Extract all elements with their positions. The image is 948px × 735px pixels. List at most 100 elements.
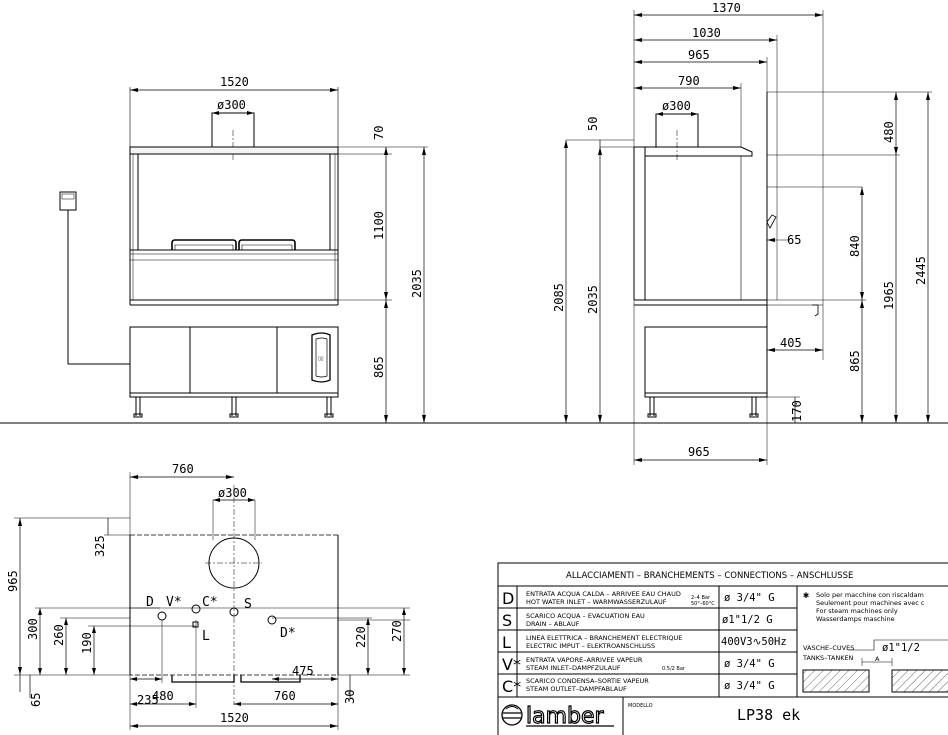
plan-dim-760-top: 760 bbox=[172, 462, 194, 476]
svg-text:0.5/2 Bar: 0.5/2 Bar bbox=[662, 666, 686, 672]
side-flue-label: ø300 bbox=[662, 99, 691, 113]
switch-box bbox=[59, 191, 77, 211]
front-dim-70: 70 bbox=[372, 126, 386, 140]
svg-text:Wasserdamps maschine: Wasserdamps maschine bbox=[816, 615, 895, 623]
svg-text:50°–60°C: 50°–60°C bbox=[691, 601, 715, 607]
side-dim-65: 65 bbox=[787, 233, 801, 247]
side-dim-840: 840 bbox=[848, 235, 862, 257]
title-header: ALLACCIAMENTI – BRANCHEMENTS – CONNECTIO… bbox=[566, 571, 853, 581]
tanks-a: A bbox=[875, 655, 880, 663]
side-view: 1370 1030 965 790 ø300 bbox=[552, 1, 932, 465]
side-dim-480: 480 bbox=[882, 121, 896, 143]
svg-text:ø1"1/2 G: ø1"1/2 G bbox=[722, 614, 773, 626]
plan-flue-label: ø300 bbox=[218, 486, 247, 500]
svg-text:ø 3/4" G: ø 3/4" G bbox=[724, 680, 775, 692]
svg-text:ø 3/4" G: ø 3/4" G bbox=[724, 592, 775, 604]
svg-text:ELECTRIC IMPUT – ELEKTROANSCHL: ELECTRIC IMPUT – ELEKTROANSCHLUSS bbox=[526, 642, 655, 650]
svg-text:400V3∿50Hz: 400V3∿50Hz bbox=[721, 636, 787, 648]
front-view: 1520 ø300 ▯▯ bbox=[59, 75, 428, 423]
label-v: V* bbox=[166, 595, 182, 610]
model-label: MODELLO bbox=[628, 703, 653, 709]
front-dim-1100: 1100 bbox=[372, 211, 386, 240]
tanks-value: ø1"1/2 bbox=[882, 642, 920, 654]
title-block: ALLACCIAMENTI – BRANCHEMENTS – CONNECTIO… bbox=[497, 562, 948, 735]
front-width-label: 1520 bbox=[220, 75, 249, 89]
svg-text:L: L bbox=[502, 633, 511, 652]
plan-dim-300: 300 bbox=[26, 618, 40, 640]
svg-text:▯▯: ▯▯ bbox=[318, 356, 324, 362]
note-star: ✱ bbox=[803, 590, 809, 601]
side-dim-170: 170 bbox=[790, 400, 804, 422]
label-s: S bbox=[244, 597, 252, 612]
svg-text:HOT WATER INLET – WARMWASSERZU: HOT WATER INLET – WARMWASSERZULAUF bbox=[526, 598, 667, 606]
brand-logo: lamber bbox=[501, 703, 614, 730]
plan-dim-260: 260 bbox=[52, 624, 66, 646]
svg-text:V*: V* bbox=[502, 655, 521, 674]
side-dim-2085: 2085 bbox=[552, 283, 566, 312]
svg-text:S: S bbox=[502, 611, 512, 630]
plan-dim-30: 30 bbox=[343, 690, 357, 704]
side-dim-405: 405 bbox=[780, 336, 802, 350]
plan-view: 760 ø300 965 325 300 bbox=[6, 462, 410, 730]
point-c bbox=[191, 604, 201, 614]
side-dim-865: 865 bbox=[848, 350, 862, 372]
svg-text:STEAM INLET–DAMPFZULAUF: STEAM INLET–DAMPFZULAUF bbox=[526, 664, 621, 672]
label-dstar: D* bbox=[280, 626, 296, 641]
svg-text:For steam machines only: For steam machines only bbox=[816, 607, 898, 615]
svg-text:Seulement pour machines avec c: Seulement pour machines avec c bbox=[816, 599, 925, 607]
plan-dim-270: 270 bbox=[390, 620, 404, 642]
front-dim-2035: 2035 bbox=[410, 269, 424, 298]
side-dim-1370: 1370 bbox=[712, 1, 741, 15]
svg-text:TANKS–TANKEN: TANKS–TANKEN bbox=[802, 654, 854, 662]
svg-text:SCARICO ACQUA – EVACUATION EAU: SCARICO ACQUA – EVACUATION EAU bbox=[526, 612, 645, 620]
row-l: L LINEA ELETTRICA – BRANCHEMENT ELECTRIQ… bbox=[502, 633, 787, 652]
row-v: V* ENTRATA VAPORE–ARRIVEE VAPEUR STEAM I… bbox=[502, 655, 775, 674]
side-dim-1030: 1030 bbox=[692, 26, 721, 40]
plan-dim-965: 965 bbox=[6, 570, 20, 592]
point-s bbox=[229, 607, 239, 617]
side-dim-790: 790 bbox=[678, 74, 700, 88]
svg-text:SCARICO CONDENSA–SORTIE VAPEUR: SCARICO CONDENSA–SORTIE VAPEUR bbox=[526, 677, 649, 685]
plan-dim-190: 190 bbox=[80, 632, 94, 654]
side-dim-50: 50 bbox=[586, 117, 600, 131]
front-flue-label: ø300 bbox=[217, 98, 246, 112]
label-d: D bbox=[146, 595, 154, 610]
row-d: D ENTRATA ACQUA CALDA – ARRIVEE EAU CHAU… bbox=[502, 589, 775, 608]
tanks-label: VASCHE–CUVES bbox=[803, 644, 854, 652]
plan-dim-760-bottom: 760 bbox=[274, 689, 296, 703]
plan-dim-235: 235 bbox=[137, 693, 159, 707]
svg-text:ENTRATA ACQUA CALDA – ARRIVEE: ENTRATA ACQUA CALDA – ARRIVEE EAU CHAUD bbox=[526, 590, 681, 598]
side-dim-1965: 1965 bbox=[882, 281, 896, 310]
side-dim-965-bottom: 965 bbox=[688, 445, 710, 459]
plan-dim-1520: 1520 bbox=[220, 711, 249, 725]
side-dim-2445: 2445 bbox=[914, 256, 928, 285]
svg-text:ENTRATA VAPORE–ARRIVEE VAPEUR: ENTRATA VAPORE–ARRIVEE VAPEUR bbox=[526, 656, 643, 664]
plan-dim-475: 475 bbox=[292, 664, 314, 678]
tank-hatch-right bbox=[891, 669, 948, 693]
side-dim-2035: 2035 bbox=[586, 285, 600, 314]
plan-dim-220: 220 bbox=[354, 626, 368, 648]
side-dim-965-top: 965 bbox=[688, 48, 710, 62]
label-c: C* bbox=[202, 595, 218, 610]
model-name: LP38 ek bbox=[737, 706, 800, 724]
svg-text:ø 3/4" G: ø 3/4" G bbox=[724, 658, 775, 670]
svg-text:STEAM OUTLET–DAMPFABLAUF: STEAM OUTLET–DAMPFABLAUF bbox=[526, 685, 627, 693]
svg-text:LINEA ELETTRICA – BRANCHEMENT: LINEA ELETTRICA – BRANCHEMENT ELECTRIQUE bbox=[526, 634, 682, 642]
plan-dim-480: 480 bbox=[152, 689, 174, 703]
svg-text:DRAIN – ABLAUF: DRAIN – ABLAUF bbox=[526, 620, 580, 628]
label-l: L bbox=[202, 629, 210, 644]
plan-dim-325: 325 bbox=[93, 535, 107, 557]
svg-text:Solo per macchine con riscalda: Solo per macchine con riscaldam bbox=[816, 591, 924, 599]
point-d bbox=[157, 611, 167, 621]
svg-text:C*: C* bbox=[502, 677, 521, 696]
tank-hatch-left bbox=[802, 669, 870, 693]
row-s: S SCARICO ACQUA – EVACUATION EAU DRAIN –… bbox=[502, 611, 773, 630]
point-dstar bbox=[267, 615, 277, 625]
svg-text:2–4 Bar: 2–4 Bar bbox=[691, 595, 711, 601]
brand-name: lamber bbox=[526, 704, 605, 729]
svg-text:D: D bbox=[502, 589, 514, 608]
row-c: C* SCARICO CONDENSA–SORTIE VAPEUR STEAM … bbox=[502, 677, 775, 696]
plan-dim-65: 65 bbox=[29, 693, 43, 707]
